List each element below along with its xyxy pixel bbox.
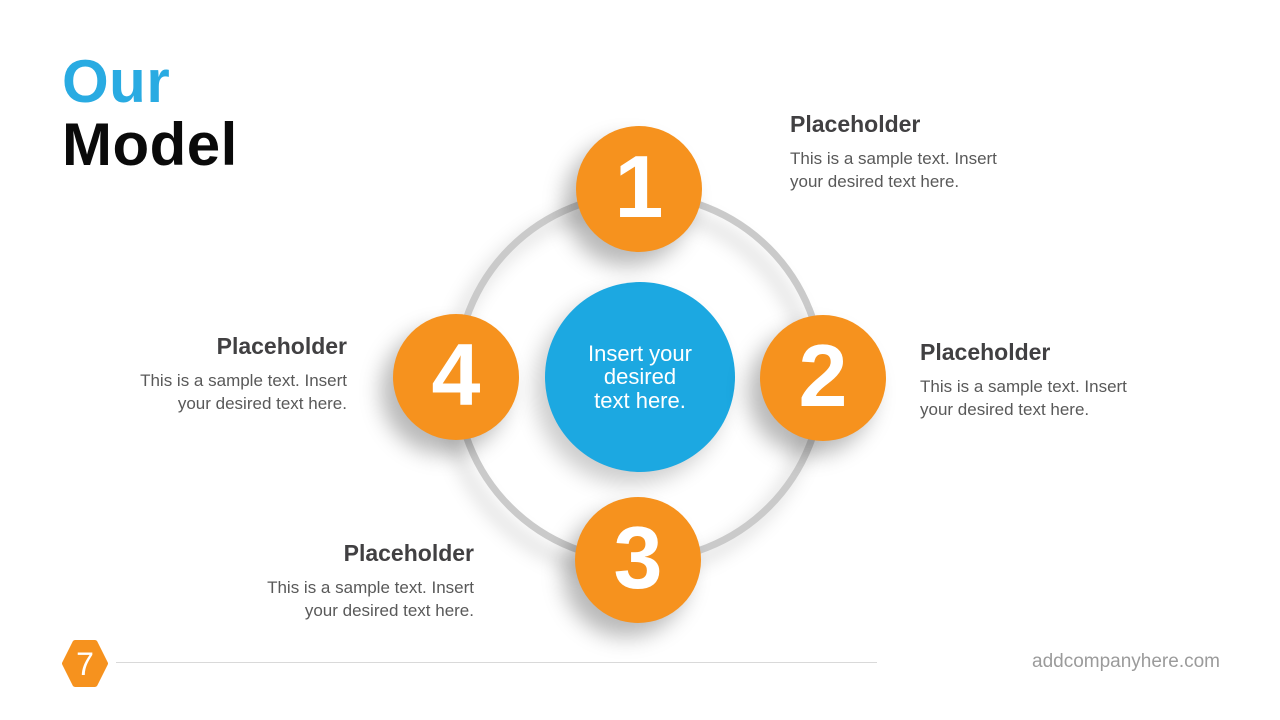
page-number: 7 [76,645,94,682]
placeholder-2-heading: Placeholder [920,339,1051,365]
diagram-center-circle: Insert your desired text here. [545,282,735,472]
page-title: Our Model [62,50,238,176]
page-title-accent-line: Our [62,48,171,115]
placeholder-3-heading: Placeholder [343,540,474,566]
footer-website: addcompanyhere.com [1032,651,1220,672]
node-2-number: 2 [798,326,848,425]
node-4-number: 4 [431,325,481,424]
node-3-number: 3 [613,508,663,607]
page-title-main-line: Model [62,111,238,178]
placeholder-block-2: Placeholder This is a sample text. Inser… [920,339,1127,421]
placeholder-4-body: This is a sample text. Insert your desir… [140,370,347,413]
placeholder-2-body: This is a sample text. Insert your desir… [920,376,1127,419]
placeholder-block-3: Placeholder This is a sample text. Inser… [267,540,474,622]
diagram-node-3: 3 [575,497,701,623]
placeholder-1-body: This is a sample text. Insert your desir… [790,148,997,191]
diagram-node-4: 4 [393,314,519,440]
placeholder-3-body: This is a sample text. Insert your desir… [267,577,474,620]
placeholder-block-4: Placeholder This is a sample text. Inser… [140,333,347,415]
placeholder-1-heading: Placeholder [790,111,921,137]
diagram-center-text: Insert your desired text here. [588,340,692,413]
diagram-node-2: 2 [760,315,886,441]
page-number-badge: 7 [62,640,108,687]
node-1-number: 1 [614,137,664,236]
placeholder-4-heading: Placeholder [216,333,347,359]
hexagon-icon [62,640,108,687]
placeholder-block-1: Placeholder This is a sample text. Inser… [790,111,997,193]
diagram-node-1: 1 [576,126,702,252]
footer-divider [116,662,877,663]
